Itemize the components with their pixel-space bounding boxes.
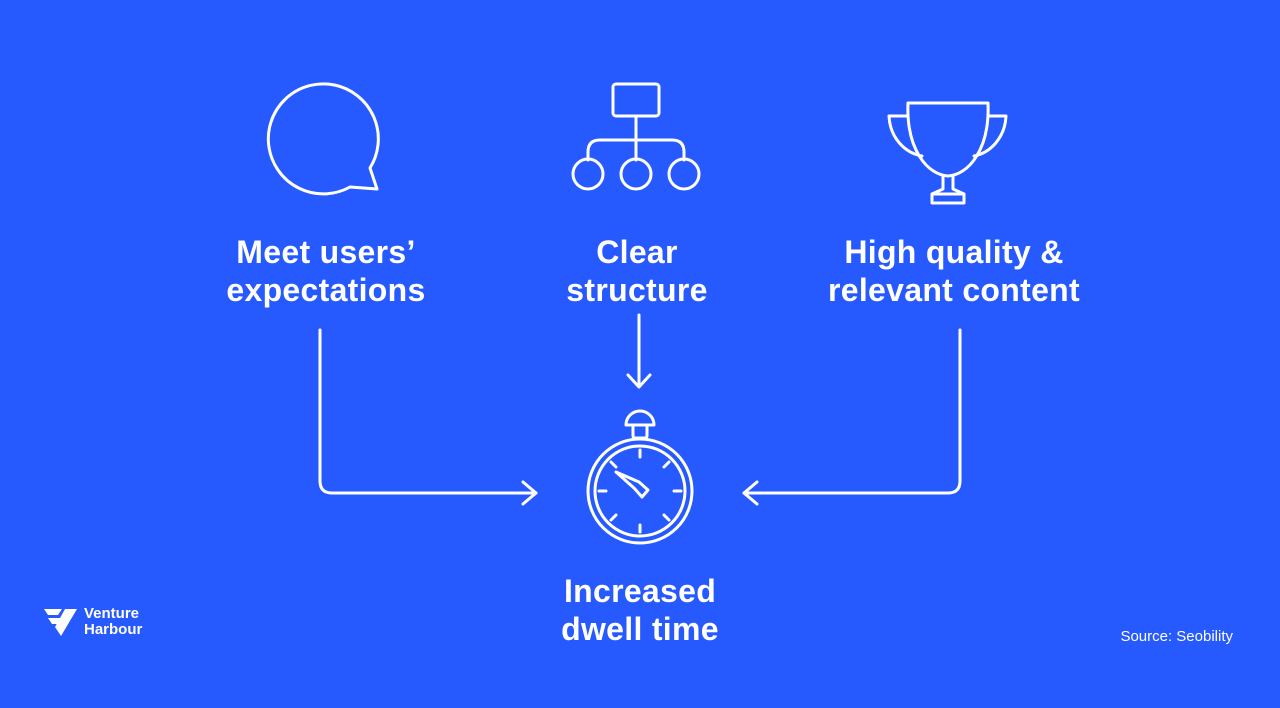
hierarchy-icon: [571, 82, 701, 191]
connector-users-to-result: [318, 328, 538, 506]
label-increased-dwell-time: Increased dwell time: [520, 572, 760, 648]
brand-line1: Venture: [84, 605, 140, 622]
label-meet-users-expectations: Meet users’ expectations: [196, 233, 456, 309]
brand-name: Venture Harbour: [84, 606, 142, 638]
trophy-icon: [887, 101, 1008, 205]
label-structure-line2: structure: [566, 272, 708, 308]
connector-quality-to-result: [742, 328, 962, 506]
venture-harbour-logo: Venture Harbour: [44, 606, 142, 638]
label-users-line2: expectations: [226, 272, 426, 308]
label-high-quality-content: High quality & relevant content: [799, 233, 1109, 309]
label-result-line2: dwell time: [561, 611, 719, 647]
venture-harbour-logo-icon: [44, 609, 77, 636]
stopwatch-icon: [586, 409, 694, 545]
label-quality-line2: relevant content: [828, 272, 1080, 308]
brand-line2: Harbour: [84, 621, 143, 638]
connector-structure-to-result: [626, 313, 652, 389]
label-clear-structure: Clear structure: [537, 233, 737, 309]
label-users-line1: Meet users’: [236, 234, 416, 270]
label-structure-line1: Clear: [596, 234, 678, 270]
label-quality-line1: High quality &: [844, 234, 1064, 270]
speech-bubble-icon: [266, 82, 380, 196]
label-result-line1: Increased: [563, 573, 717, 609]
source-credit: Source: Seobility: [1120, 628, 1233, 645]
